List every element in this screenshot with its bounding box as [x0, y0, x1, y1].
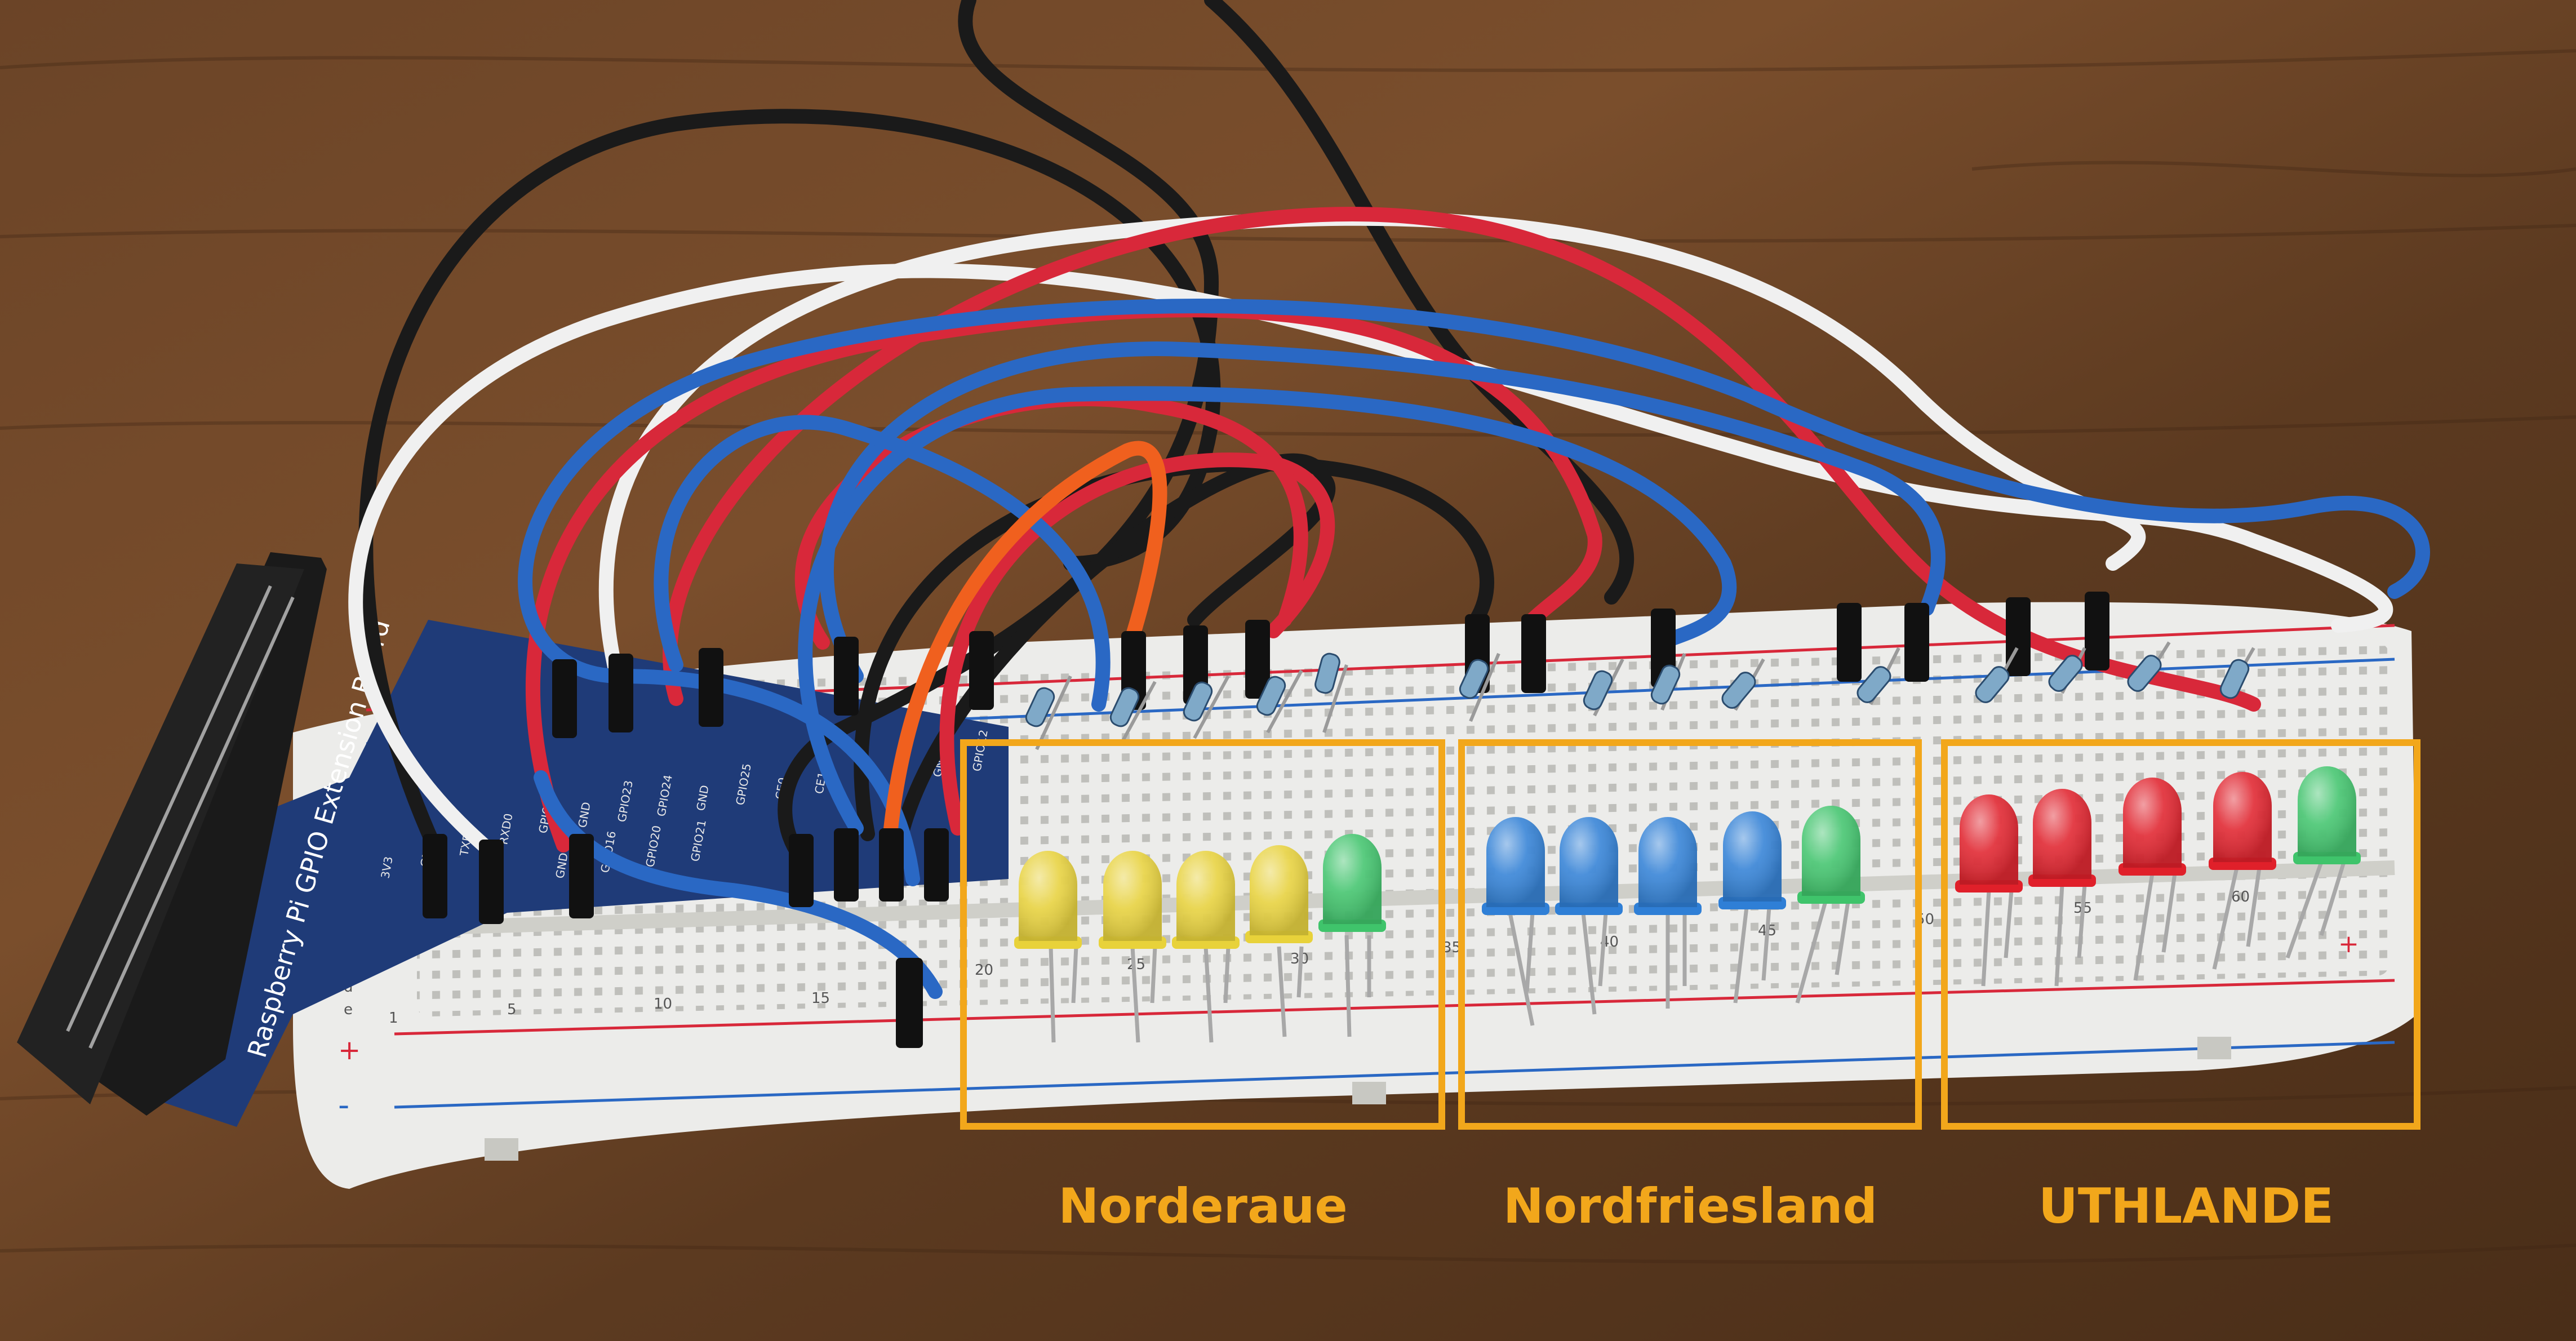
- highlight-box-nordfriesland: [1458, 739, 1922, 1130]
- group-label-nordfriesland: Nordfriesland: [1503, 1178, 1877, 1235]
- wire-white: [348, 263, 2393, 858]
- row-letter: e: [344, 1001, 353, 1018]
- jumper-wires: [348, 0, 2430, 999]
- led-highlight: [1638, 817, 1697, 907]
- column-number: 35: [1442, 939, 1461, 956]
- wire-blue: [518, 299, 2430, 886]
- wire-blue: [819, 341, 1946, 683]
- rail-minus-label: -: [338, 1087, 349, 1124]
- column-number: 5: [507, 1001, 517, 1018]
- wire-blue: [798, 386, 1737, 836]
- wire-orange: [883, 441, 1167, 841]
- led-highlight: [1176, 851, 1235, 941]
- column-number: 25: [1127, 956, 1145, 973]
- group-label-uthlande: UTHLANDE: [2038, 1178, 2334, 1235]
- led-highlight: [2213, 772, 2272, 862]
- led-highlight: [1723, 811, 1782, 902]
- wire-red: [939, 452, 1335, 836]
- wire-red: [663, 206, 2261, 712]
- column-number: 15: [811, 990, 830, 1007]
- led-highlight: [2298, 766, 2356, 856]
- wire-blue: [654, 415, 1111, 712]
- column-numbers: 1 5 10 15 20 25 30 35 40 45 50 55 60: [389, 889, 2250, 1027]
- led-array: [1014, 766, 2361, 949]
- led-highlight: [1560, 817, 1618, 907]
- led-highlight: [1323, 834, 1382, 924]
- led-highlight: [1960, 794, 2018, 885]
- led-highlight: [1019, 851, 1077, 941]
- highlight-box-uthlande: [1941, 739, 2420, 1130]
- rail-plus-label: +: [338, 1034, 361, 1066]
- led-highlight: [1250, 845, 1308, 935]
- group-label-norderaue: Norderaue: [1058, 1178, 1347, 1235]
- highlight-box-norderaue: [960, 739, 1445, 1130]
- column-number: 20: [975, 962, 993, 979]
- rail-plus-label-right: +: [2338, 930, 2359, 958]
- led-highlight: [1802, 806, 1860, 896]
- wire-blue: [534, 770, 943, 999]
- wire-black: [358, 109, 1221, 852]
- wire-connectors: [423, 592, 2109, 1048]
- column-number: 60: [2231, 889, 2250, 905]
- resistors: [1025, 641, 2255, 751]
- led-highlight: [1103, 851, 1162, 941]
- led-legs: [1049, 861, 2346, 1043]
- column-number: 1: [389, 1010, 398, 1027]
- led-highlight: [1486, 817, 1545, 907]
- led-highlight: [2123, 778, 2182, 868]
- led-highlight: [2033, 789, 2091, 879]
- column-number: 10: [654, 996, 672, 1013]
